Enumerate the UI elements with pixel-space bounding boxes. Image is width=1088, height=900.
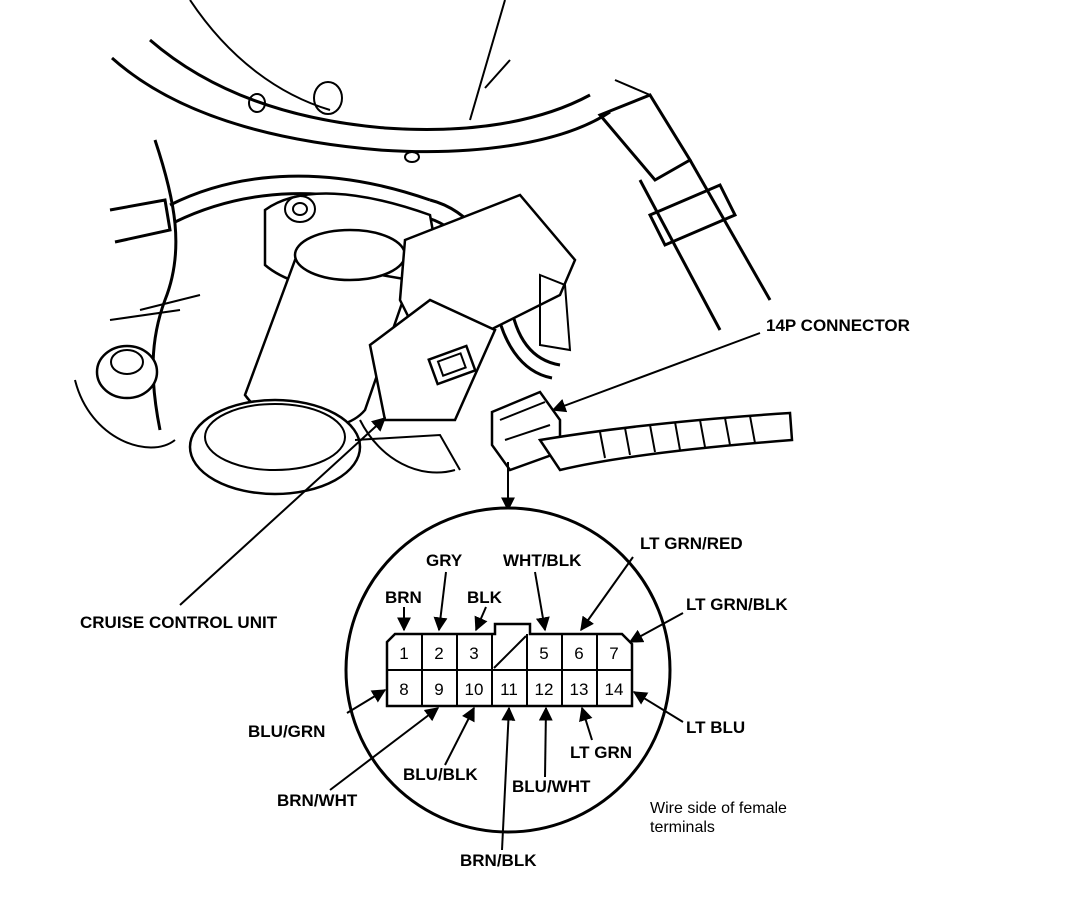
pin-11: 11 — [500, 680, 518, 699]
wire-blu-blk: BLU/BLK — [403, 765, 478, 784]
pin-12: 12 — [535, 680, 554, 699]
connector-label: 14P CONNECTOR — [766, 316, 910, 335]
wire-lt-grn-red: LT GRN/RED — [640, 534, 743, 553]
wire-brn: BRN — [385, 588, 422, 607]
connector-outline — [385, 622, 634, 708]
unit-label: CRUISE CONTROL UNIT — [80, 613, 278, 632]
pin-grid: 1 2 3 5 6 7 8 9 10 11 12 13 14 — [385, 622, 634, 708]
connector-14p-illustration — [490, 390, 794, 472]
connector-callout-line — [551, 332, 761, 413]
pin-2: 2 — [434, 644, 443, 663]
wire-leaders — [329, 556, 684, 851]
wire-brn-wht: BRN/WHT — [277, 791, 358, 810]
wire-lt-grn: LT GRN — [570, 743, 632, 762]
wire-blu-grn: BLU/GRN — [248, 722, 325, 741]
pin-5: 5 — [539, 644, 548, 663]
steering-column-illustration — [74, 0, 772, 496]
wire-brn-blk: BRN/BLK — [460, 851, 537, 870]
empty-cavity-mark — [493, 635, 527, 669]
note-line-2: terminals — [650, 819, 715, 836]
pin-7: 7 — [609, 644, 618, 663]
wire-blk: BLK — [467, 588, 503, 607]
pin-6: 6 — [574, 644, 583, 663]
wire-gry: GRY — [426, 551, 463, 570]
pin-13: 13 — [570, 680, 589, 699]
unit-callout-line — [179, 417, 387, 606]
wire-wht-blk: WHT/BLK — [503, 551, 582, 570]
pin-14: 14 — [605, 680, 624, 699]
pin-8: 8 — [399, 680, 408, 699]
wire-lt-blu: LT BLU — [686, 718, 745, 737]
pin-1: 1 — [399, 644, 408, 663]
wire-blu-wht: BLU/WHT — [512, 777, 591, 796]
pin-3: 3 — [469, 644, 478, 663]
wire-lt-grn-blk: LT GRN/BLK — [686, 595, 788, 614]
pin-9: 9 — [434, 680, 443, 699]
pin-10: 10 — [465, 680, 484, 699]
note-line-1: Wire side of female — [650, 800, 787, 817]
